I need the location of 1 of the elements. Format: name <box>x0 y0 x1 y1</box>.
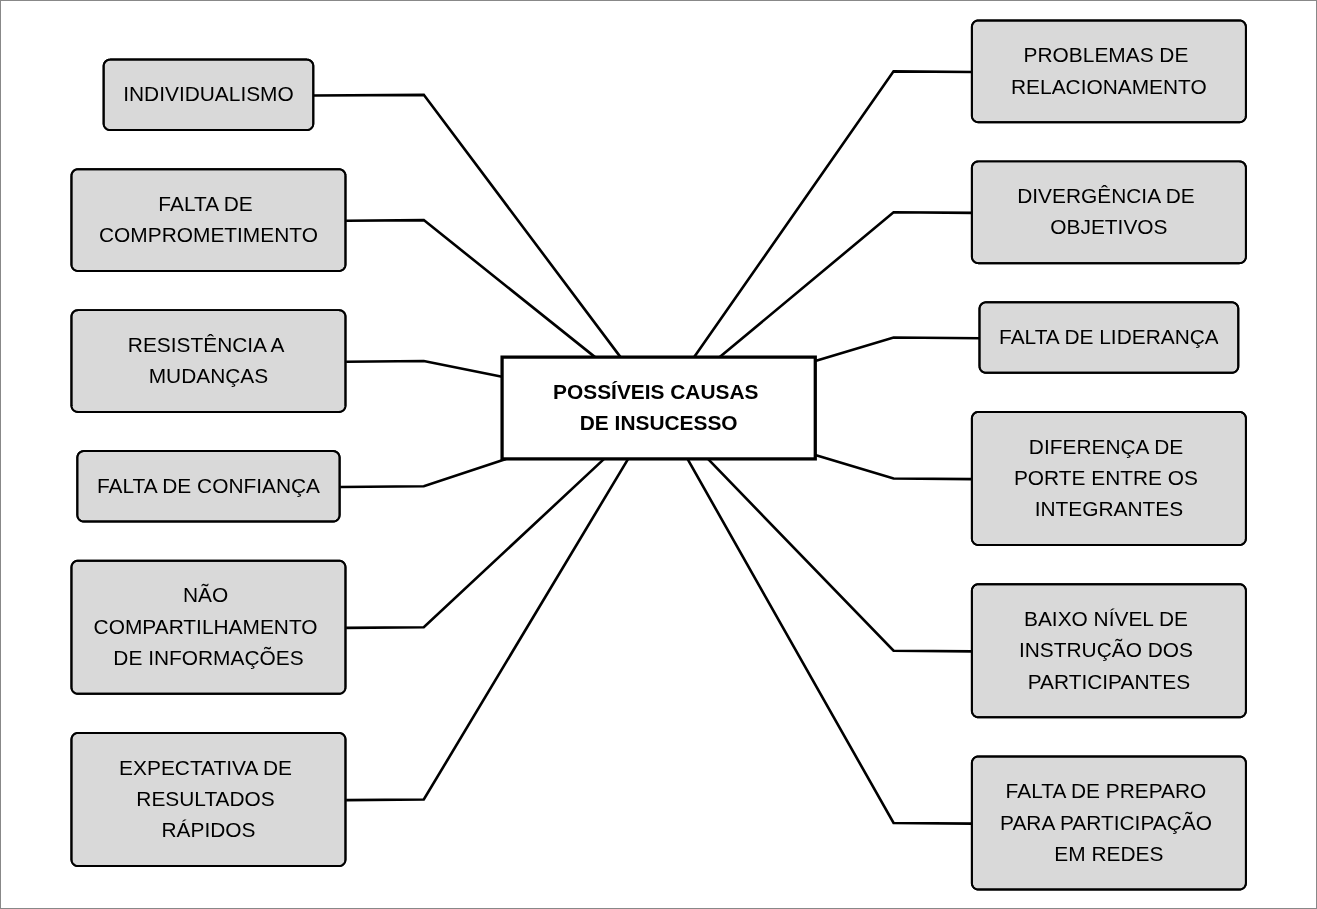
node-box: POSSÍVEIS CAUSAS DE INSUCESSO <box>500 355 817 461</box>
